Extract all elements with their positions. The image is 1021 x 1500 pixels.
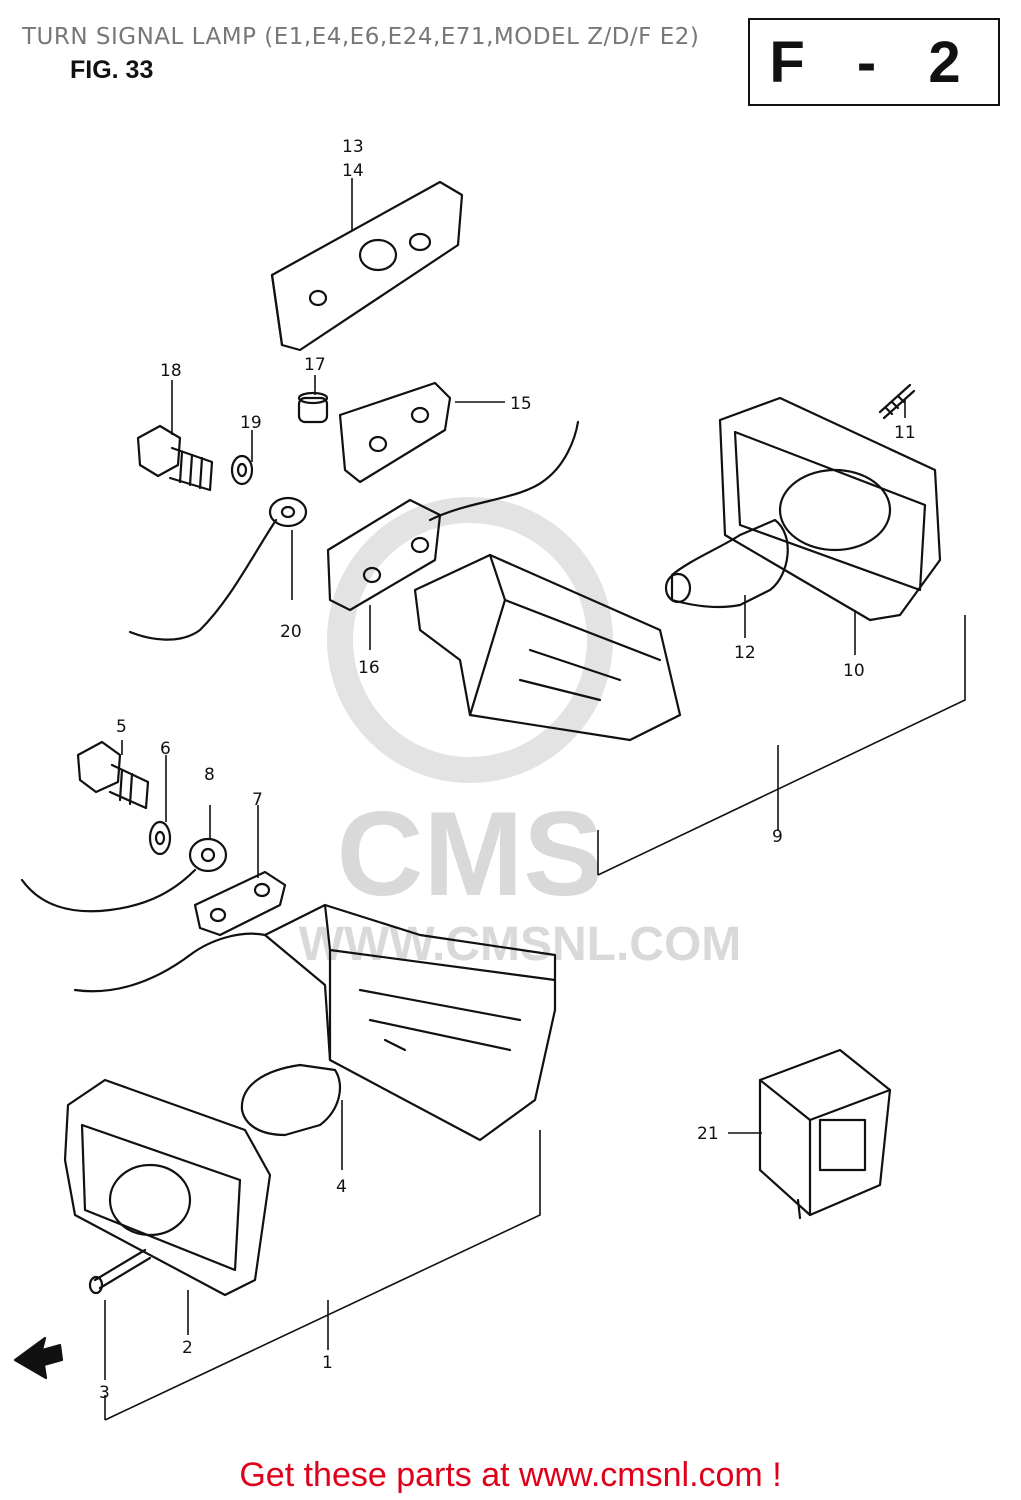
flasher-relay xyxy=(758,1048,892,1220)
section-code: F - 2 xyxy=(769,29,979,95)
front-lamp-housing xyxy=(263,903,557,1142)
callout-20: 20 xyxy=(280,622,302,642)
ground-wire xyxy=(128,496,308,641)
section-code-box: F - 2 xyxy=(748,18,1000,106)
footer-shop-link[interactable]: Get these parts at www.cmsnl.com ! xyxy=(239,1456,782,1494)
callout-6: 6 xyxy=(160,739,171,759)
callouts: 13 14 17 15 18 19 20 16 12 10 11 5 6 8 7… xyxy=(99,137,916,1403)
rubber-mount xyxy=(326,498,442,612)
rear-lamp-housing xyxy=(413,553,682,742)
spacer-plate xyxy=(193,870,287,937)
washer-19 xyxy=(230,454,254,486)
watermark-emblem xyxy=(327,497,613,783)
callout-19: 19 xyxy=(240,413,262,433)
callout-13: 13 xyxy=(342,137,364,157)
screw-3 xyxy=(93,1248,152,1290)
cushion-plate xyxy=(338,381,452,484)
callout-17: 17 xyxy=(304,355,326,375)
callout-18: 18 xyxy=(160,361,182,381)
callout-10: 10 xyxy=(843,661,865,681)
front-direction-arrow-icon xyxy=(13,1336,64,1380)
front-lamp-lens xyxy=(63,1078,272,1297)
figure-label: FIG. 33 xyxy=(70,56,154,84)
signal-wire-rear xyxy=(428,420,580,522)
callout-3: 3 xyxy=(99,1383,110,1403)
callout-4: 4 xyxy=(336,1177,347,1197)
callout-14: 14 xyxy=(342,161,364,181)
rear-lamp-lens xyxy=(718,396,942,622)
callout-11: 11 xyxy=(894,423,916,443)
callout-1: 1 xyxy=(322,1353,333,1373)
screw-11 xyxy=(878,383,916,420)
callout-21: 21 xyxy=(697,1124,719,1144)
bolt-18 xyxy=(136,424,214,492)
watermark: CMS WWW.CMSNL.COM xyxy=(299,497,742,971)
callout-8: 8 xyxy=(204,765,215,785)
callout-16: 16 xyxy=(358,658,380,678)
watermark-url: WWW.CMSNL.COM xyxy=(299,918,742,971)
page-title: TURN SIGNAL LAMP (E1,E4,E6,E24,E71,MODEL… xyxy=(22,24,700,50)
signal-wire-front-2 xyxy=(73,932,267,993)
front-bulb xyxy=(240,1063,342,1137)
washer-8 xyxy=(188,837,228,873)
callout-15: 15 xyxy=(510,394,532,414)
bolt-5 xyxy=(76,740,150,810)
washer-6 xyxy=(148,820,172,856)
callout-12: 12 xyxy=(734,643,756,663)
rear-bulb xyxy=(664,518,789,609)
callout-9: 9 xyxy=(772,827,783,847)
signal-wire-front-1 xyxy=(20,868,197,913)
callout-2: 2 xyxy=(182,1338,193,1358)
watermark-brand: CMS xyxy=(337,787,604,921)
mounting-bracket xyxy=(270,180,464,352)
callout-7: 7 xyxy=(252,790,263,810)
collar xyxy=(297,391,329,424)
callout-5: 5 xyxy=(116,717,127,737)
